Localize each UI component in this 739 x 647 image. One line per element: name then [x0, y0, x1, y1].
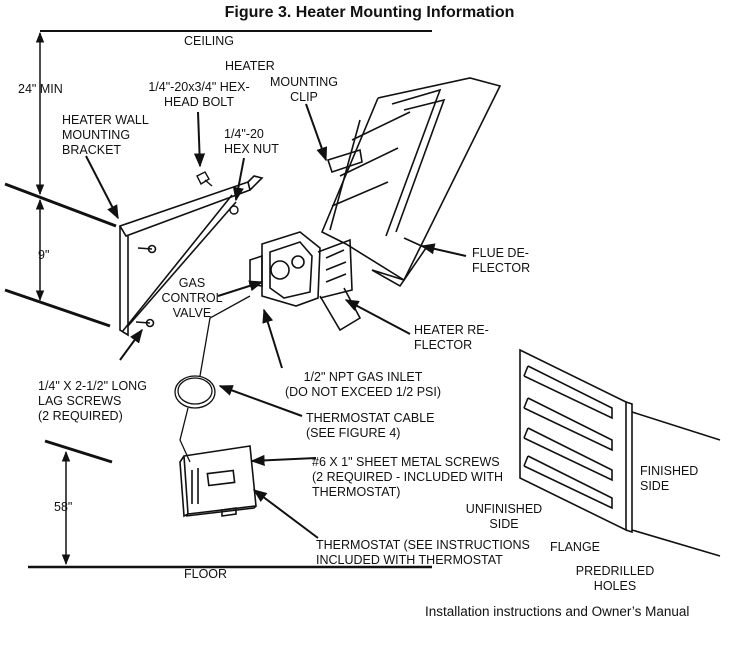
- figure-title: Figure 3. Heater Mounting Information: [224, 4, 515, 21]
- label-wall-bracket: HEATER WALL MOUNTING BRACKET: [62, 113, 149, 157]
- thermostat-unit: [179, 445, 257, 518]
- label-ceiling: CEILING: [184, 34, 235, 48]
- label-dimension-58: 58": [54, 500, 73, 514]
- label-hex-nut: 1/4"-20 HEX NUT: [224, 127, 279, 156]
- hex-nut: [229, 205, 239, 215]
- label-hex-bolt: 1/4"-20x3/4" HEX- HEAD BOLT: [148, 80, 250, 109]
- label-sheet-metal-screws: #6 X 1" SHEET METAL SCREWS (2 REQUIRED -…: [312, 455, 503, 499]
- arrow-thermostat-cable: [218, 385, 303, 417]
- thermostat-cable: [174, 295, 251, 463]
- label-lag-screws: 1/4" X 2-1/2" LONG LAG SCREWS (2 REQUIRE…: [38, 379, 147, 423]
- label-predrilled-holes: PREDRILLED HOLES: [575, 564, 655, 593]
- arrow-lag-screw: [119, 328, 143, 361]
- wall-mounting-bracket: [118, 175, 264, 337]
- arrow-gas-valve: [217, 280, 264, 297]
- wall-line-thermostat: [44, 439, 113, 464]
- label-heater: HEATER: [225, 59, 275, 73]
- footer-text: Installation instructions and Owner’s Ma…: [425, 604, 690, 619]
- wall-vent-plate: [519, 348, 721, 557]
- arrow-gas-inlet: [262, 308, 283, 369]
- arrow-mounting-clip: [305, 103, 328, 162]
- wall-line-upper: [4, 182, 117, 228]
- label-dimension-24: 24" MIN: [18, 82, 63, 96]
- heater-body: [249, 77, 502, 332]
- label-flue-deflector: FLUE DE- FLECTOR: [472, 246, 531, 275]
- label-unfinished-side: UNFINISHED SIDE: [465, 502, 543, 531]
- label-gas-control-valve: GAS CONTROL VALVE: [161, 276, 223, 320]
- label-finished-side: FINISHED SIDE: [640, 464, 699, 493]
- label-heater-reflector: HEATER RE- FLECTOR: [414, 323, 489, 352]
- arrow-flue: [420, 243, 467, 257]
- label-mounting-clip: MOUNTING CLIP: [269, 75, 339, 104]
- label-thermostat-cable: THERMOSTAT CABLE (SEE FIGURE 4): [306, 411, 435, 440]
- leader-arrows: [85, 103, 467, 539]
- arrow-sheet-screws: [250, 454, 317, 467]
- label-flange: FLANGE: [550, 540, 601, 554]
- hex-bolt: [196, 171, 213, 187]
- arrow-bracket: [85, 155, 119, 220]
- label-thermostat: THERMOSTAT (SEE INSTRUCTIONS INCLUDED WI…: [316, 538, 530, 567]
- arrow-reflector: [344, 299, 411, 335]
- arrow-hex-bolt: [193, 111, 206, 168]
- arrow-thermostat: [252, 489, 319, 539]
- wall-line-lower: [4, 288, 111, 328]
- label-floor: FLOOR: [184, 567, 228, 581]
- label-dimension-9: 9": [38, 248, 50, 262]
- label-gas-inlet: 1/2" NPT GAS INLET (DO NOT EXCEED 1/2 PS…: [284, 370, 442, 399]
- arrow-hex-nut: [232, 157, 245, 202]
